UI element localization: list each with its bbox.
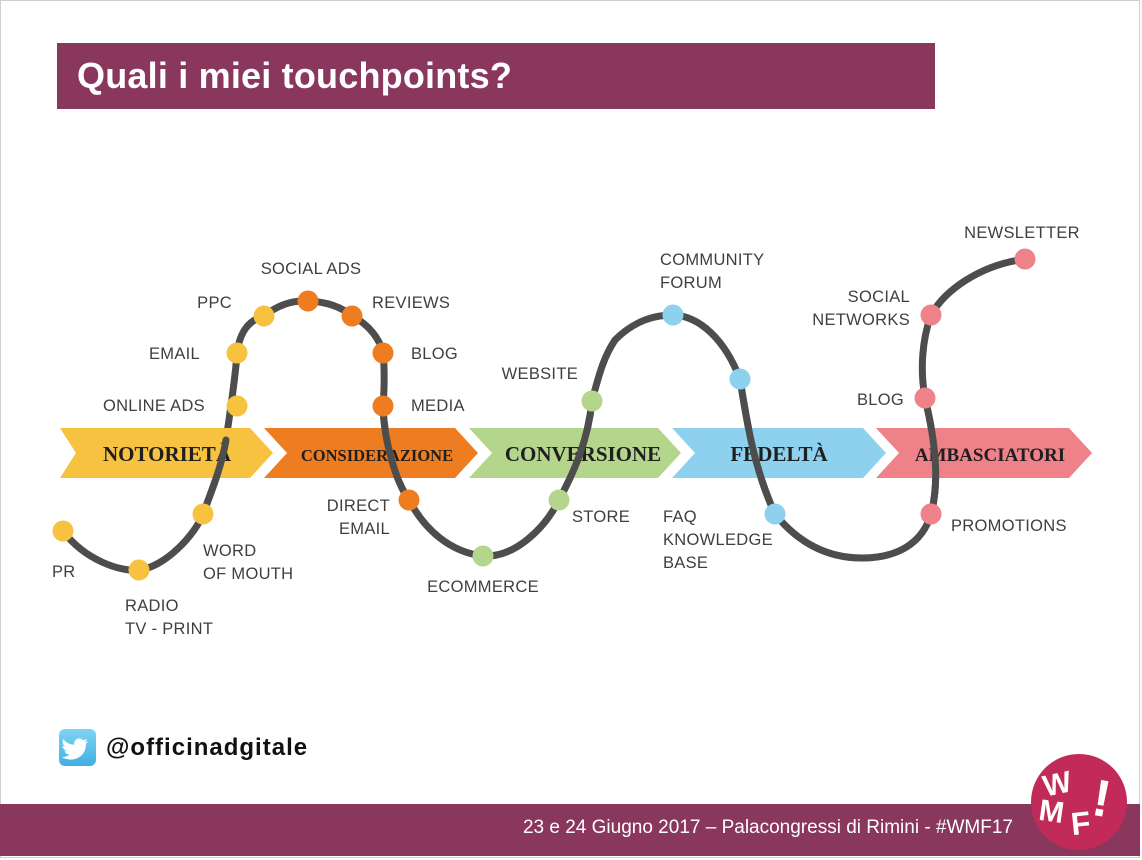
touchpoint-label-line: FAQ	[663, 508, 697, 526]
touchpoint-label-line: BLOG	[411, 345, 458, 363]
touchpoint-label-line: NETWORKS	[812, 311, 910, 329]
touchpoint-dot-2	[128, 559, 150, 581]
touchpoint-label-line: TV - PRINT	[125, 620, 213, 638]
touchpoint-label-14: WEBSITE	[502, 365, 578, 383]
twitter-icon	[59, 729, 96, 766]
touchpoint-label-line: WORD	[203, 542, 256, 560]
touchpoint-label-10: MEDIA	[411, 397, 465, 415]
journey-line-crossing-3	[555, 397, 596, 504]
touchpoint-label-line: BASE	[663, 554, 708, 572]
touchpoint-label-line: STORE	[572, 508, 630, 526]
touchpoint-dot-9	[372, 342, 394, 364]
touchpoint-dot-1	[52, 520, 74, 542]
touchpoint-label-17: PROMOTIONS	[951, 517, 1067, 535]
touchpoint-dot-extra-1	[729, 368, 751, 390]
touchpoint-dot-6	[253, 305, 275, 327]
touchpoint-label-8: REVIEWS	[372, 294, 450, 312]
touchpoint-dot-4	[226, 395, 248, 417]
touchpoint-label-line: SOCIAL	[848, 288, 910, 306]
touchpoint-label-line: MEDIA	[411, 397, 465, 415]
journey-line	[59, 255, 1029, 574]
logo-letter-f: F	[1069, 804, 1092, 842]
touchpoint-dot-5	[226, 342, 248, 364]
touchpoint-label-7: SOCIAL ADS	[261, 260, 362, 278]
touchpoint-label-line: NEWSLETTER	[964, 224, 1080, 242]
touchpoint-label-12: ECOMMERCE	[427, 578, 539, 596]
slide-title: Quali i miei touchpoints?	[77, 55, 513, 96]
touchpoint-dot-11	[398, 489, 420, 511]
touchpoint-label-line: RADIO	[125, 597, 179, 615]
touchpoint-label-4: ONLINE ADS	[103, 397, 205, 415]
stage-label-4: FEDELTÀ	[730, 442, 828, 466]
touchpoint-label-18: BLOG	[857, 391, 904, 409]
touchpoint-label-line: SOCIAL ADS	[261, 260, 362, 278]
touchpoint-label-20: NEWSLETTER	[964, 224, 1080, 242]
touchpoint-dot-10	[372, 395, 394, 417]
touchpoint-label-line: FORUM	[660, 274, 722, 292]
touchpoint-dot-16	[764, 503, 786, 525]
logo-letter-m: M	[1037, 794, 1066, 830]
stage-label-5: AMBASCIATORI	[915, 445, 1065, 466]
touchpoint-label-1: PR	[52, 563, 76, 581]
stage-label-2: CONSIDERAZIONE	[301, 446, 453, 465]
touchpoint-label-11: DIRECT EMAIL	[327, 497, 390, 538]
wmf-logo: W M F !	[1031, 754, 1127, 850]
stage-label-1: NOTORIETÀ	[103, 442, 232, 466]
touchpoint-label-line: PR	[52, 563, 76, 581]
touchpoint-label-15: COMMUNITY FORUM	[660, 251, 764, 292]
touchpoint-dot-3	[192, 503, 214, 525]
touchpoint-dot-17	[920, 503, 942, 525]
touchpoint-label-13: STORE	[572, 508, 630, 526]
touchpoint-dot-18	[914, 387, 936, 409]
touchpoint-label-line: REVIEWS	[372, 294, 450, 312]
touchpoint-label-9: BLOG	[411, 345, 458, 363]
touchpoint-dot-8	[341, 305, 363, 327]
touchpoint-dot-15	[662, 304, 684, 326]
touchpoint-dot-7	[297, 290, 319, 312]
touchpoint-label-19: SOCIAL NETWORKS	[812, 288, 910, 329]
touchpoint-label-5: EMAIL	[149, 345, 200, 363]
stage-arrow-2	[264, 428, 478, 478]
touchpoint-label-line: PPC	[197, 294, 232, 312]
touchpoint-label-line: ECOMMERCE	[427, 578, 539, 596]
touchpoint-label-line: KNOWLEDGE	[663, 531, 773, 549]
journey-line-crossing-5	[921, 394, 940, 518]
touchpoint-label-2: RADIO TV - PRINT	[125, 597, 213, 638]
stage-arrow-4	[672, 428, 886, 478]
footer-text: 23 e 24 Giugno 2017 – Palacongressi di R…	[522, 817, 1013, 838]
touchpoint-dot-20	[1014, 248, 1036, 270]
touchpoint-label-line: WEBSITE	[502, 365, 578, 383]
touchpoint-label-line: DIRECT	[327, 497, 390, 515]
journey-line-crossing-4	[736, 375, 779, 518]
touchpoint-dot-13	[548, 489, 570, 511]
touchpoint-dot-19	[920, 304, 942, 326]
touchpoint-label-16: FAQ KNOWLEDGE BASE	[663, 508, 773, 572]
touchpoint-label-line: EMAIL	[339, 520, 390, 538]
touchpoint-label-line: ONLINE ADS	[103, 397, 205, 415]
logo-letter-bang: !	[1088, 769, 1115, 829]
touchpoint-label-line: BLOG	[857, 391, 904, 409]
touchpoint-label-line: PROMOTIONS	[951, 517, 1067, 535]
touchpoint-label-line: OF MOUTH	[203, 565, 293, 583]
touchpoint-dot-14	[581, 390, 603, 412]
touchpoint-label-line: EMAIL	[149, 345, 200, 363]
touchpoint-label-line: COMMUNITY	[660, 251, 764, 269]
twitter-handle[interactable]: @officinadgitale	[106, 734, 309, 761]
touchpoint-label-3: WORD OF MOUTH	[203, 542, 293, 583]
title-bar: Quali i miei touchpoints?	[57, 43, 935, 109]
touchpoint-label-6: PPC	[197, 294, 232, 312]
footer-bar: 23 e 24 Giugno 2017 – Palacongressi di R…	[0, 804, 1140, 856]
stage-arrow-3	[469, 428, 681, 478]
touchpoint-dot-12	[472, 545, 494, 567]
